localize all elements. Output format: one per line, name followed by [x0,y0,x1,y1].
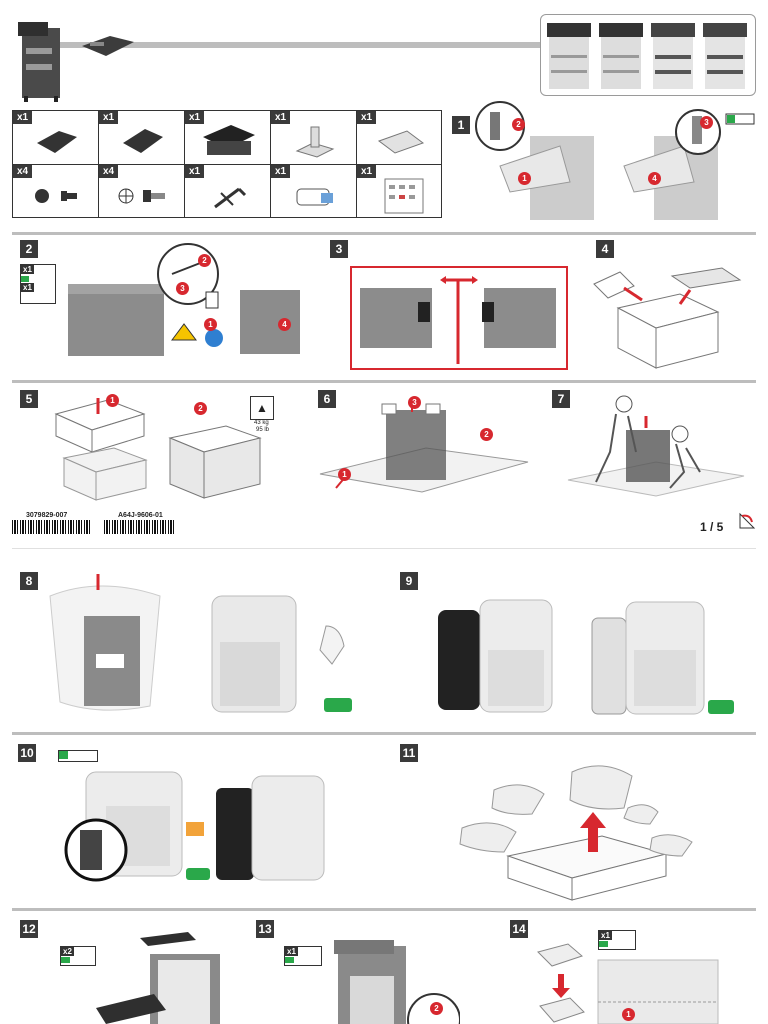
part-cell: x1 [13,111,99,165]
step-3-number: 3 [330,240,348,258]
step-6-illustration [319,398,529,493]
step-14-illustration [537,943,719,1024]
step-6-number: 6 [318,390,336,408]
step-10-number: 10 [18,744,36,762]
weight-subtext: 95 lb [256,427,270,433]
plate-icon [377,130,425,154]
weight-label-icon: ▲ [250,396,274,420]
barcode-1 [12,520,92,534]
divider [12,908,756,911]
callout-3: 3 [408,396,421,409]
callout-4: 4 [278,318,291,331]
divider [12,232,756,235]
page-indicator: 1 / 5 [700,520,724,534]
step-5-number: 5 [20,390,38,408]
part-cell: x1 [357,165,442,218]
callout-2: 2 [198,254,211,267]
printer-model-4 [703,23,747,89]
step-7-number: 7 [552,390,570,408]
tool-badge: x1 [598,930,636,950]
step-7-illustration [567,395,745,497]
printer-model-3 [651,23,695,89]
step-9-illustration [438,599,734,715]
page-turn-icon[interactable] [736,510,758,532]
part-cell: x1 [271,111,357,165]
part-cell: x1 [99,111,185,165]
weight-text: 43 kg [254,420,269,426]
step-9-number: 9 [400,572,418,590]
tool-badge [58,750,98,762]
step-11-illustration [459,765,693,901]
bolt-icon [118,188,165,204]
part-cell: x4 [99,165,185,218]
step-13-illustration [334,940,460,1024]
barcode-2-label: A64J-9606-01 [118,512,163,519]
tool-badge: x1 x1 [20,264,56,304]
tray-image [82,36,134,56]
printer-models-box [540,14,756,96]
sheet-icon [384,178,424,214]
part-cell: x1 [271,165,357,218]
callout-2: 2 [512,118,525,131]
divider [12,548,756,549]
callout-2: 2 [430,1002,443,1015]
tray-icon [37,131,77,153]
step-10-illustration [64,771,325,882]
callout-1: 1 [204,318,217,331]
header-bar [60,42,540,48]
step-1-number: 1 [452,116,470,134]
step-12-illustration [96,932,220,1024]
divider [12,380,756,383]
step-5-illustration [54,398,262,501]
divider [12,732,756,735]
callout-1: 1 [106,394,119,407]
bracket-icon [295,126,335,158]
finisher-image [18,22,60,102]
barcode-2 [104,520,174,534]
tray-unit-icon [203,125,255,155]
barcode-1-label: 3079829-007 [26,512,68,519]
callout-2: 2 [480,428,493,441]
step-8-number: 8 [20,572,38,590]
callout-3: 3 [700,116,713,129]
tray-icon [123,129,163,153]
step-11-number: 11 [400,744,418,762]
step-12-number: 12 [20,920,38,938]
hex-key-icon [214,187,247,209]
tool-badge: x2 [60,946,96,966]
part-cell: x1 [185,111,271,165]
step-4-illustration [593,267,742,369]
callout-3: 3 [176,282,189,295]
step-1-illustration [475,101,755,220]
step-2-illustration [68,243,300,356]
screw-icon [35,189,77,203]
step-3-frame [350,266,568,370]
cable-clip-icon [296,188,333,206]
callout-1: 1 [338,468,351,481]
part-cell: x4 [13,165,99,218]
step-4-number: 4 [596,240,614,258]
step-13-number: 13 [256,920,274,938]
tool-badge: x1 [284,946,322,966]
callout-2: 2 [194,402,207,415]
printer-model-2 [599,23,643,89]
callout-4: 4 [648,172,661,185]
callout-1: 1 [518,172,531,185]
printer-model-1 [547,23,591,89]
part-cell: x1 [357,111,442,165]
callout-1: 1 [622,1008,635,1021]
step-8-illustration [49,574,352,713]
step-2-number: 2 [20,240,38,258]
parts-grid: x1 x1 x1 x1 x1 x4 x4 x1 x1 x1 [12,110,442,218]
step-14-number: 14 [510,920,528,938]
part-cell: x1 [185,165,271,218]
